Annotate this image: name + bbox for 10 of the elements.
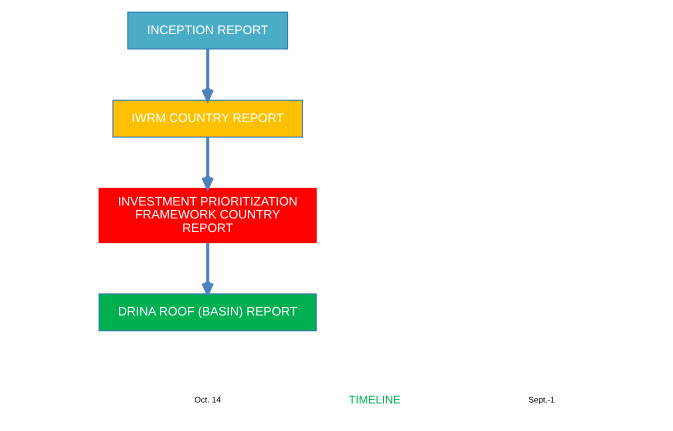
node-box: DRINA ROOF (BASIN) REPORT <box>98 293 317 332</box>
node-box: INCEPTION REPORT <box>127 12 288 50</box>
node-box: INVESTMENT PRIORITIZATION FRAMEWORK COUNTRY REPORT <box>98 188 317 244</box>
label: Sept.-1 <box>528 395 555 404</box>
label: Oct. 14 <box>194 395 221 404</box>
arrow <box>202 138 214 190</box>
node-box: IWRM COUNTRY REPORT <box>112 100 303 138</box>
label: TIMELINE <box>348 394 401 406</box>
arrow <box>202 242 214 296</box>
arrow <box>202 49 214 102</box>
